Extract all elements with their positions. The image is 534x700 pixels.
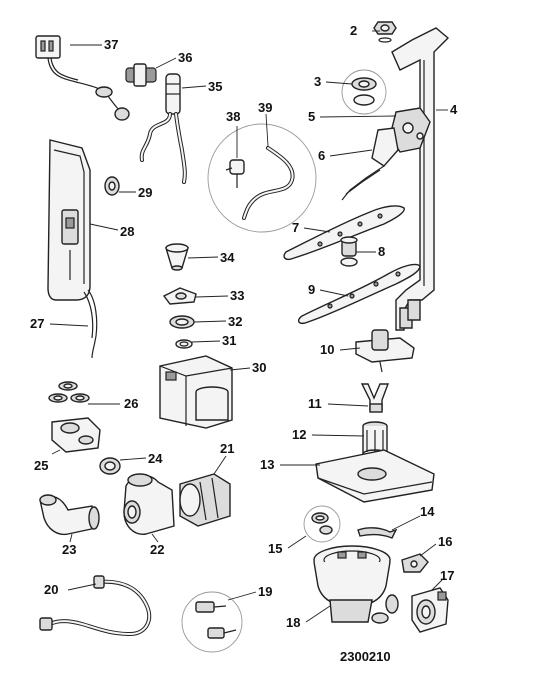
callout-7: 7 (292, 220, 300, 235)
callout-35: 35 (208, 79, 223, 94)
part-16-sensor (401, 553, 429, 573)
callout-8: 8 (378, 244, 386, 259)
callout-25: 25 (34, 458, 49, 473)
callout-23: 23 (62, 542, 77, 557)
callout-36: 36 (178, 50, 193, 65)
part-8-nozzle (340, 236, 358, 267)
diagram-code: 2300210 (340, 649, 391, 664)
part-7-upper-spray-arm (283, 205, 405, 261)
part-34-cap (165, 243, 189, 271)
callout-16: 16 (438, 534, 453, 549)
part-4-water-pipe (391, 27, 450, 331)
callout-22: 22 (150, 542, 165, 557)
callout-6: 6 (318, 148, 326, 163)
callout-12: 12 (292, 427, 307, 442)
callout-33: 33 (230, 288, 245, 303)
callout-10: 10 (320, 342, 335, 357)
callout-21: 21 (220, 441, 235, 456)
part-19-connectors (195, 601, 237, 639)
part-13-flat-filter (315, 449, 435, 503)
callout-32: 32 (228, 314, 243, 329)
callout-28: 28 (120, 224, 135, 239)
part-36-clip (125, 63, 157, 87)
callout-30: 30 (252, 360, 267, 375)
callout-17: 17 (440, 568, 455, 583)
part-38-sensor (225, 159, 245, 188)
part-22-pump-housing (123, 473, 175, 535)
callout-39: 39 (258, 100, 273, 115)
part-9-lower-spray-arm (297, 263, 421, 325)
part-39-wire (242, 146, 295, 220)
part-23-elbow-pipe (39, 494, 100, 536)
part-18-sump (313, 545, 399, 624)
callout-31: 31 (222, 333, 237, 348)
callout-14: 14 (420, 504, 435, 519)
part-3-nut (351, 77, 377, 106)
part-20-drain-hose (39, 575, 152, 637)
callout-3: 3 (314, 74, 322, 89)
detail-circle-38-39 (207, 123, 317, 233)
callout-18: 18 (286, 615, 301, 630)
part-11-connector (360, 383, 390, 413)
callout-26: 26 (124, 396, 139, 411)
part-15-seals (311, 512, 333, 535)
callout-19: 19 (258, 584, 273, 599)
callout-11: 11 (308, 396, 322, 411)
part-25-valve (51, 417, 101, 453)
callout-13: 13 (260, 457, 275, 472)
part-2-nut (373, 21, 397, 43)
part-31-o-ring (175, 339, 193, 349)
callout-2: 2 (350, 23, 358, 38)
callout-20: 20 (44, 582, 59, 597)
part-6-upper-arm-connector (341, 127, 399, 201)
callout-38: 38 (226, 109, 241, 124)
part-35-hose-connector (139, 73, 187, 184)
callout-15: 15 (268, 541, 283, 556)
part-14-clip (357, 527, 398, 539)
callout-37: 37 (104, 37, 119, 52)
detail-circle-15 (303, 505, 341, 543)
part-30-container (159, 355, 233, 429)
callout-29: 29 (138, 185, 153, 200)
callout-34: 34 (220, 250, 235, 265)
part-17-drain-pump (411, 587, 449, 633)
leader-lines (49, 30, 448, 623)
part-37-cable-bracket (35, 35, 130, 121)
part-12-filter-cylinder (362, 421, 388, 459)
part-26-ring-set (48, 381, 90, 403)
part-21-motor (179, 473, 231, 527)
detail-circle-3 (341, 69, 387, 115)
callout-5: 5 (308, 109, 316, 124)
callout-24: 24 (148, 451, 163, 466)
detail-circle-19 (181, 591, 243, 653)
part-28-side-panel (47, 139, 91, 301)
part-27-cable (87, 289, 98, 359)
callout-9: 9 (308, 282, 316, 297)
callout-4: 4 (450, 102, 458, 117)
part-10-manifold (355, 329, 415, 373)
callout-27: 27 (30, 316, 45, 331)
